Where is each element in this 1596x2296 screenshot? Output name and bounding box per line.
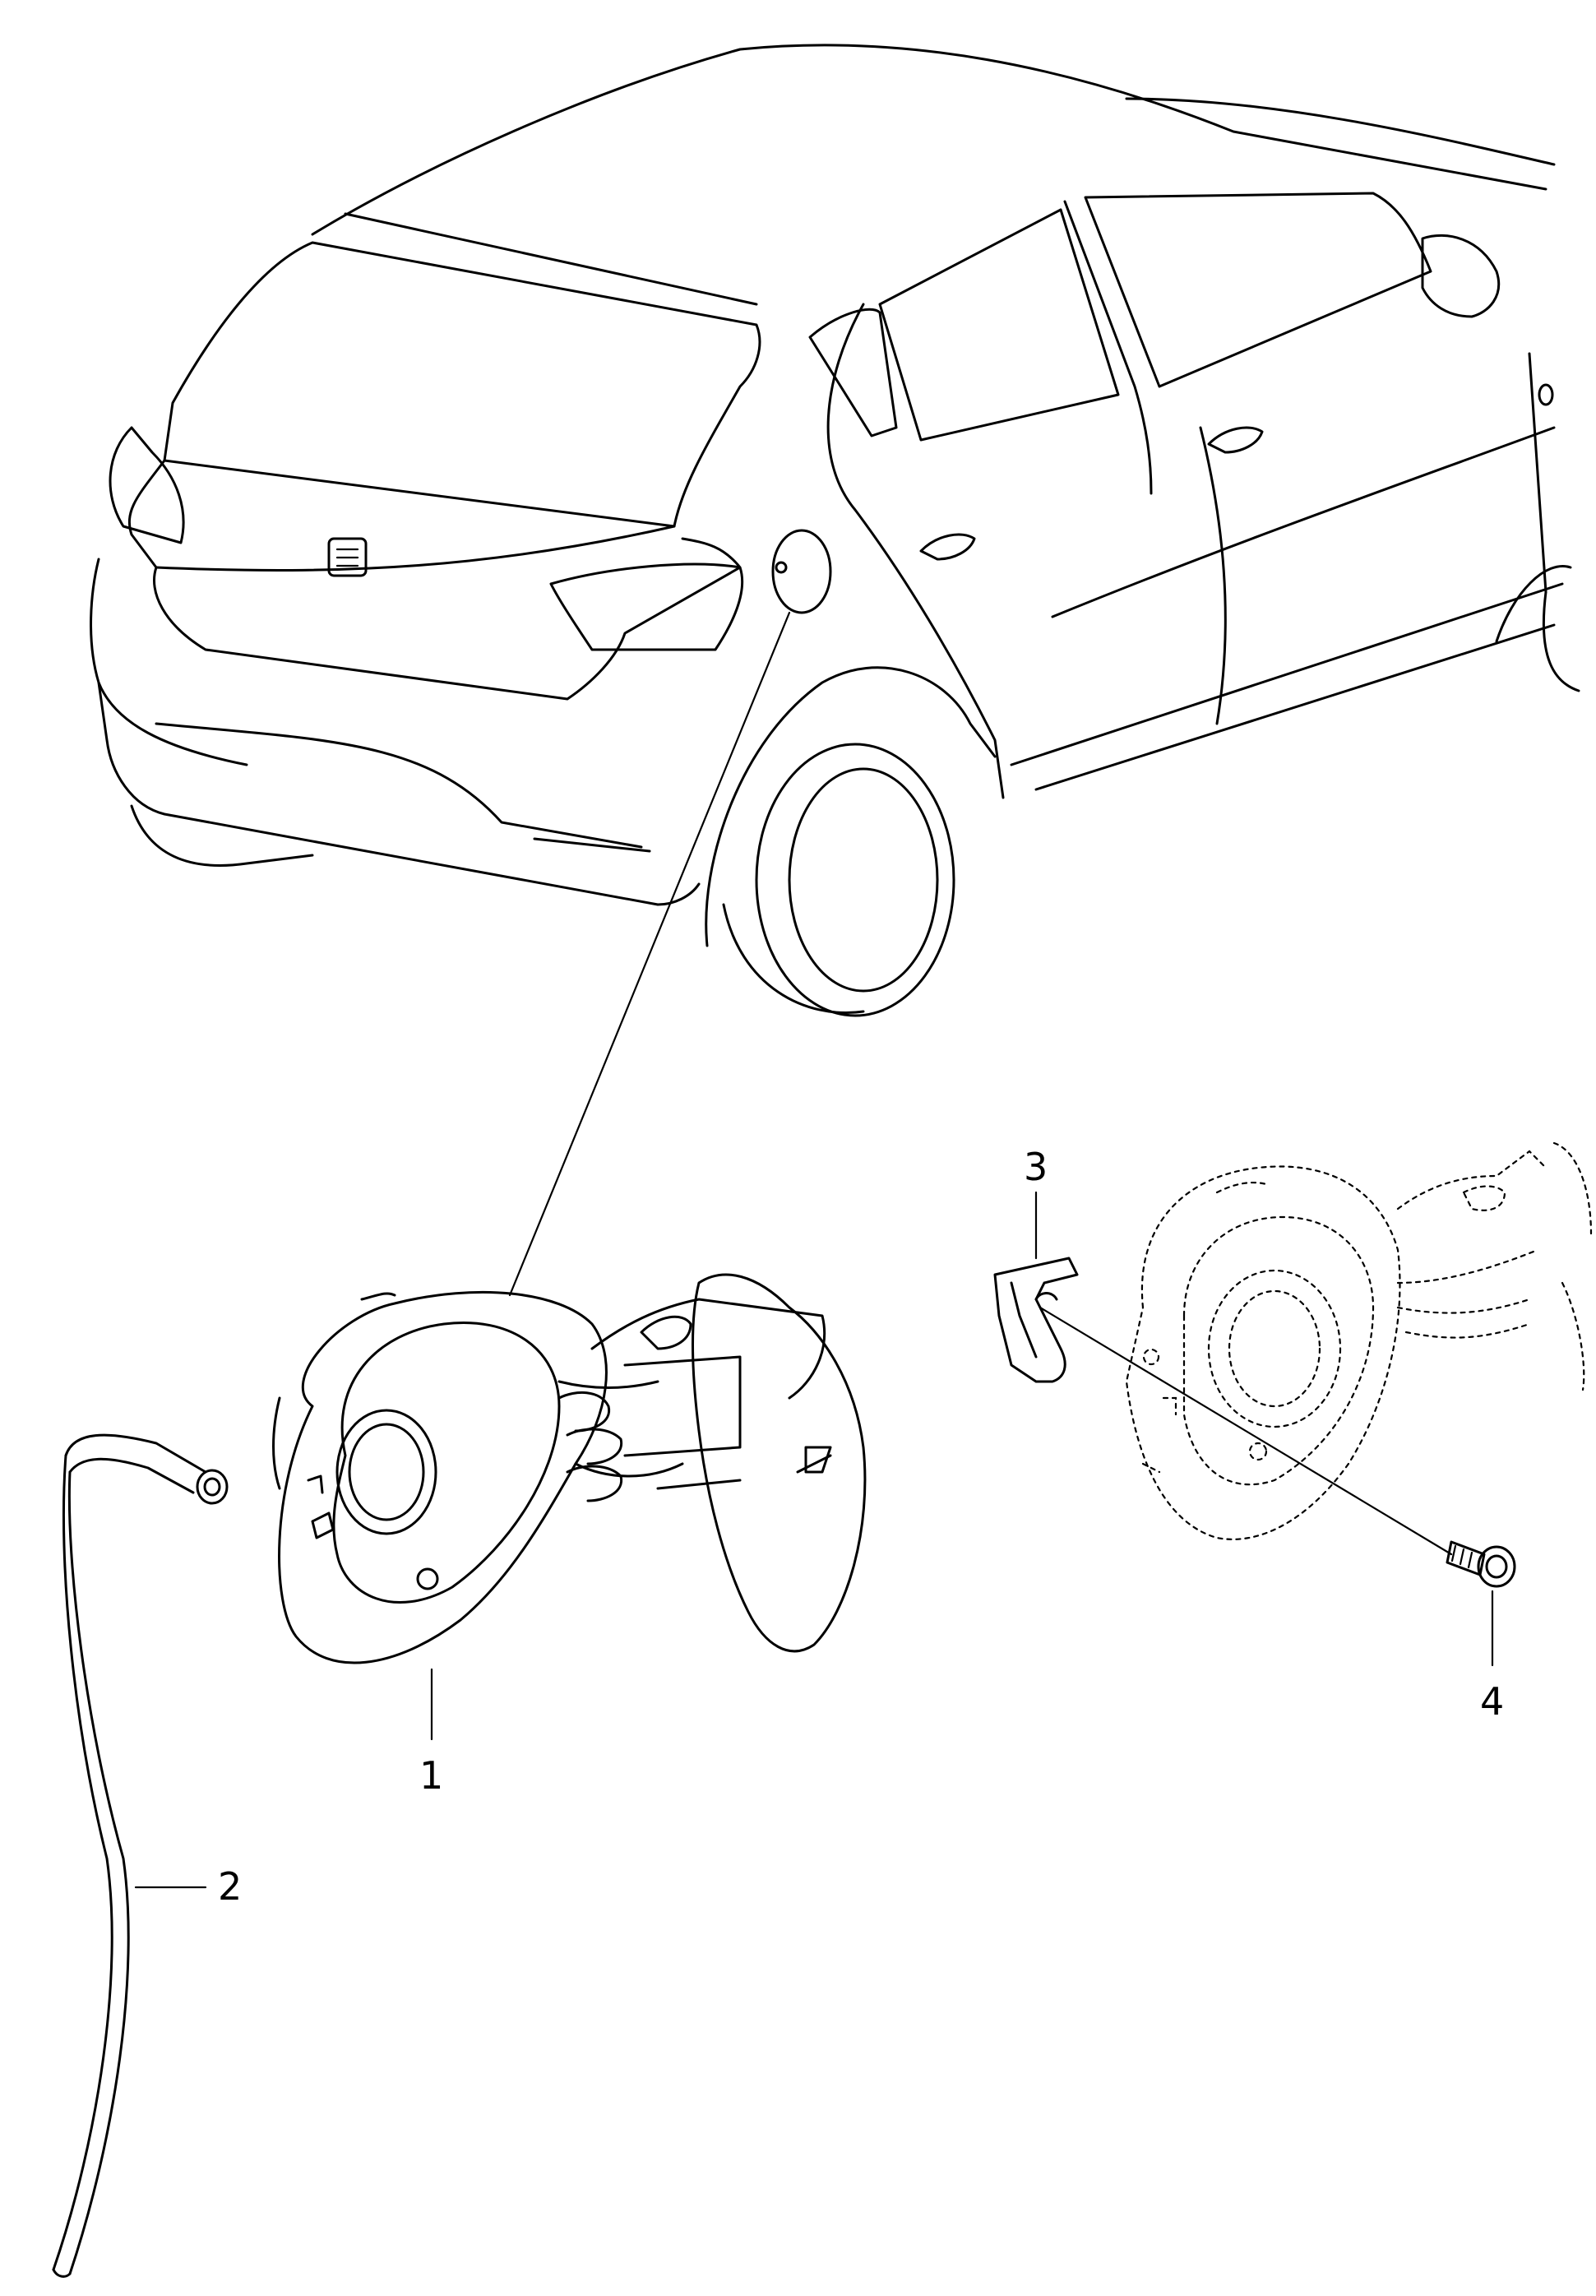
dashed-reference-housing [1125,1141,1593,1540]
fuel-door-leader-line [508,611,791,1297]
callout-4-label: 4 [1480,1679,1504,1724]
callout-1-label: 1 [419,1753,443,1798]
part-4-screw [1446,1540,1516,1588]
part-1-fuel-filler-housing [272,1273,867,1664]
part-2-drain-hose [52,1433,229,2278]
car-illustration [90,44,1580,1017]
callout-2-label: 2 [218,1864,242,1909]
callout-3-label: 3 [1024,1145,1048,1189]
part-3-clip [993,1257,1079,1383]
assembly-line [1039,1306,1453,1556]
